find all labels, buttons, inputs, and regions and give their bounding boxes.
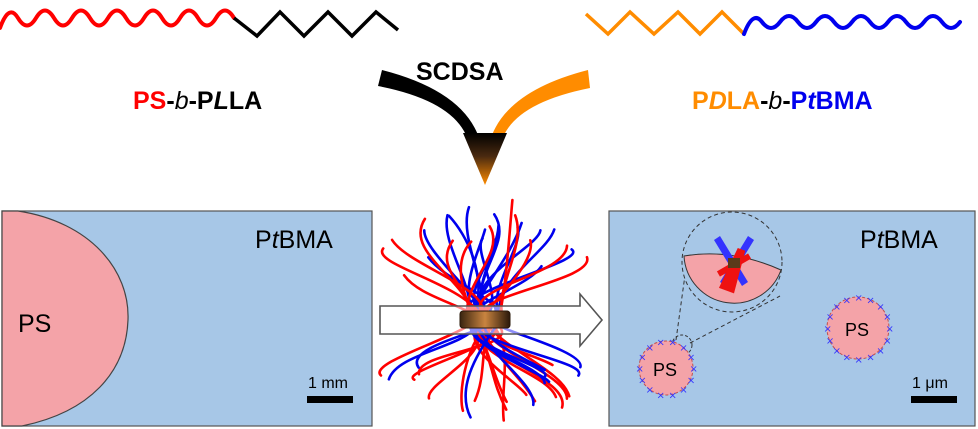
zoom-cross-marker [714,236,754,294]
pdla-b-ptbma-label: PDLA-b-PtBMA [692,87,873,115]
surface-marker: × [636,364,644,375]
ptbma-wavy-chain [742,14,962,36]
surface-marker: × [646,343,654,354]
surface-marker: × [638,376,646,387]
surface-marker: × [876,346,884,357]
right-matrix-label: PtBMA [860,226,938,254]
left-scale-bar [307,396,353,403]
ps-b-plla-label: PS-b-PLLA [133,87,262,115]
ps-particle-small [638,340,694,396]
surface-marker: × [876,302,884,313]
surface-marker: × [826,312,834,323]
zoom-line-left [675,267,687,341]
surface-marker: × [843,295,851,306]
surface-marker: × [886,324,894,335]
surface-marker: × [679,343,687,354]
left-scale-label: 1 mm [308,375,348,392]
pdla-zigzag-chain [584,9,746,37]
surface-marker: × [638,352,646,363]
surface-marker: × [883,336,891,347]
surface-marker: × [883,312,891,323]
surface-marker: × [826,336,834,347]
surface-marker: × [687,352,695,363]
scdsa-label: SCDSA [416,58,504,86]
surface-marker: × [679,385,687,396]
ps-wavy-chain [0,8,236,30]
right-ps-small-label: PS [653,360,677,380]
right-ps-large-label: PS [845,320,869,340]
ps-domain [1,210,129,427]
surface-marker: × [646,385,654,396]
ps-corona-chain [478,244,569,316]
surface-marker: × [669,338,677,349]
ps-corona-chain [466,225,495,316]
surface-marker: × [824,324,832,335]
surface-marker: × [866,353,874,364]
surface-marker: × [690,364,698,375]
zoom-inset [681,211,783,313]
surface-marker: × [833,302,841,313]
surface-marker: × [843,353,851,364]
surface-marker: × [833,346,841,357]
left-matrix-label: PtBMA [255,226,333,254]
surface-marker: × [866,295,874,306]
orange-converging-arrow [492,70,590,135]
plla-zigzag-chain [232,9,400,39]
surface-markers: ×××××××××××××××××××××××××××××× [636,293,894,401]
surface-marker: × [669,390,677,401]
ps-particle-large [826,296,890,360]
surface-marker: × [656,390,664,401]
crystalline-core-rod [459,310,511,329]
ps-corona-chain [500,214,520,316]
ps-corona-chain [380,247,482,316]
right-scale-label: 1 μm [912,375,948,392]
surface-marker: × [687,376,695,387]
surface-marker: × [855,293,863,304]
right-scale-bar [911,396,957,403]
black-converging-arrow [378,70,478,135]
zoom-line-right [689,295,781,344]
surface-marker: × [656,338,664,349]
left-ps-label: PS [18,310,51,338]
surface-marker: × [855,355,863,366]
down-arrowhead [463,133,507,185]
